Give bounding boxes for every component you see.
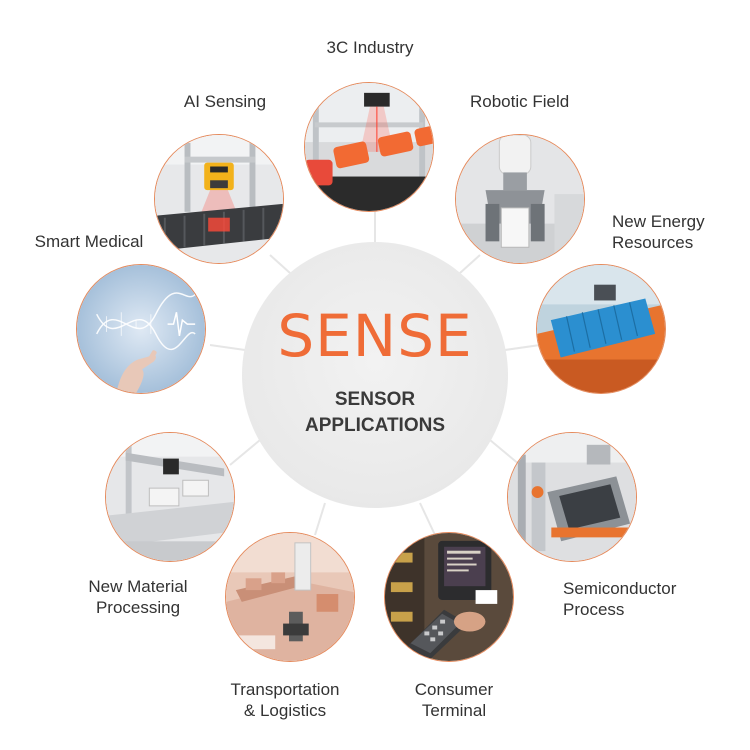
label-3c-industry: 3C Industry	[300, 37, 440, 58]
handheld-scanner-illustration	[385, 533, 513, 661]
node-consumer-terminal	[384, 532, 514, 662]
label-line-2: Process	[563, 600, 625, 619]
wafer-handling-illustration	[508, 433, 636, 561]
label-robotic-field: Robotic Field	[470, 91, 610, 112]
connector-robotic	[459, 254, 481, 274]
node-new-material-processing	[105, 432, 235, 562]
connector-consumer	[419, 502, 436, 536]
label-line-1: Transportation	[230, 680, 340, 699]
battery-module-illustration	[537, 265, 665, 393]
node-robotic-field	[455, 134, 585, 264]
connector-material	[229, 439, 261, 466]
label-semiconductor-process: Semiconductor Process	[563, 578, 713, 620]
label-line-2: & Logistics	[243, 701, 327, 720]
label-line-1: Semiconductor	[563, 579, 677, 598]
connector-ai	[269, 254, 291, 274]
node-transportation-logistics	[225, 532, 355, 662]
label-line-1: AI Sensing	[183, 92, 267, 111]
label-new-material-processing: New Material Processing	[68, 576, 208, 618]
label-line-2: Resources	[612, 233, 694, 252]
connector-energy	[504, 344, 541, 351]
label-line-2: Processing	[95, 598, 181, 617]
label-smart-medical: Smart Medical	[24, 231, 154, 252]
label-line-1: Smart Medical	[34, 232, 144, 251]
node-semiconductor-process	[507, 432, 637, 562]
label-consumer-terminal: Consumer Terminal	[384, 679, 524, 721]
label-line-1: 3C Industry	[326, 38, 414, 57]
robotic-gripper-illustration	[456, 135, 584, 263]
label-line-2: Terminal	[421, 701, 487, 720]
center-subtitle: SENSOR APPLICATIONS	[242, 387, 508, 439]
label-transportation-logistics: Transportation & Logistics	[210, 679, 360, 721]
smartphone-inspection-illustration	[305, 83, 433, 211]
warehouse-conveyor-illustration	[226, 533, 354, 661]
node-ai-sensing	[154, 134, 284, 264]
brand-logo-text: SENSE	[277, 302, 473, 370]
ai-vision-sensor-illustration	[155, 135, 283, 263]
label-line-1: Consumer	[414, 680, 494, 699]
label-new-energy-resources: New Energy Resources	[612, 211, 742, 253]
dna-hologram-illustration	[77, 265, 205, 393]
material-inspection-illustration	[106, 433, 234, 561]
center-hub: SENSE SENSOR APPLICATIONS	[242, 242, 508, 508]
label-line-1: New Energy	[612, 212, 705, 231]
subtitle-line-2: APPLICATIONS	[304, 415, 446, 436]
node-new-energy-resources	[536, 264, 666, 394]
subtitle-line-1: SENSOR	[334, 389, 416, 410]
node-smart-medical	[76, 264, 206, 394]
connector-semiconductor	[489, 439, 521, 466]
connector-logistics	[314, 502, 326, 536]
label-line-1: New Material	[88, 577, 188, 596]
connector-medical	[209, 344, 246, 351]
label-ai-sensing: AI Sensing	[170, 91, 280, 112]
node-3c-industry	[304, 82, 434, 212]
label-line-1: Robotic Field	[470, 92, 570, 111]
